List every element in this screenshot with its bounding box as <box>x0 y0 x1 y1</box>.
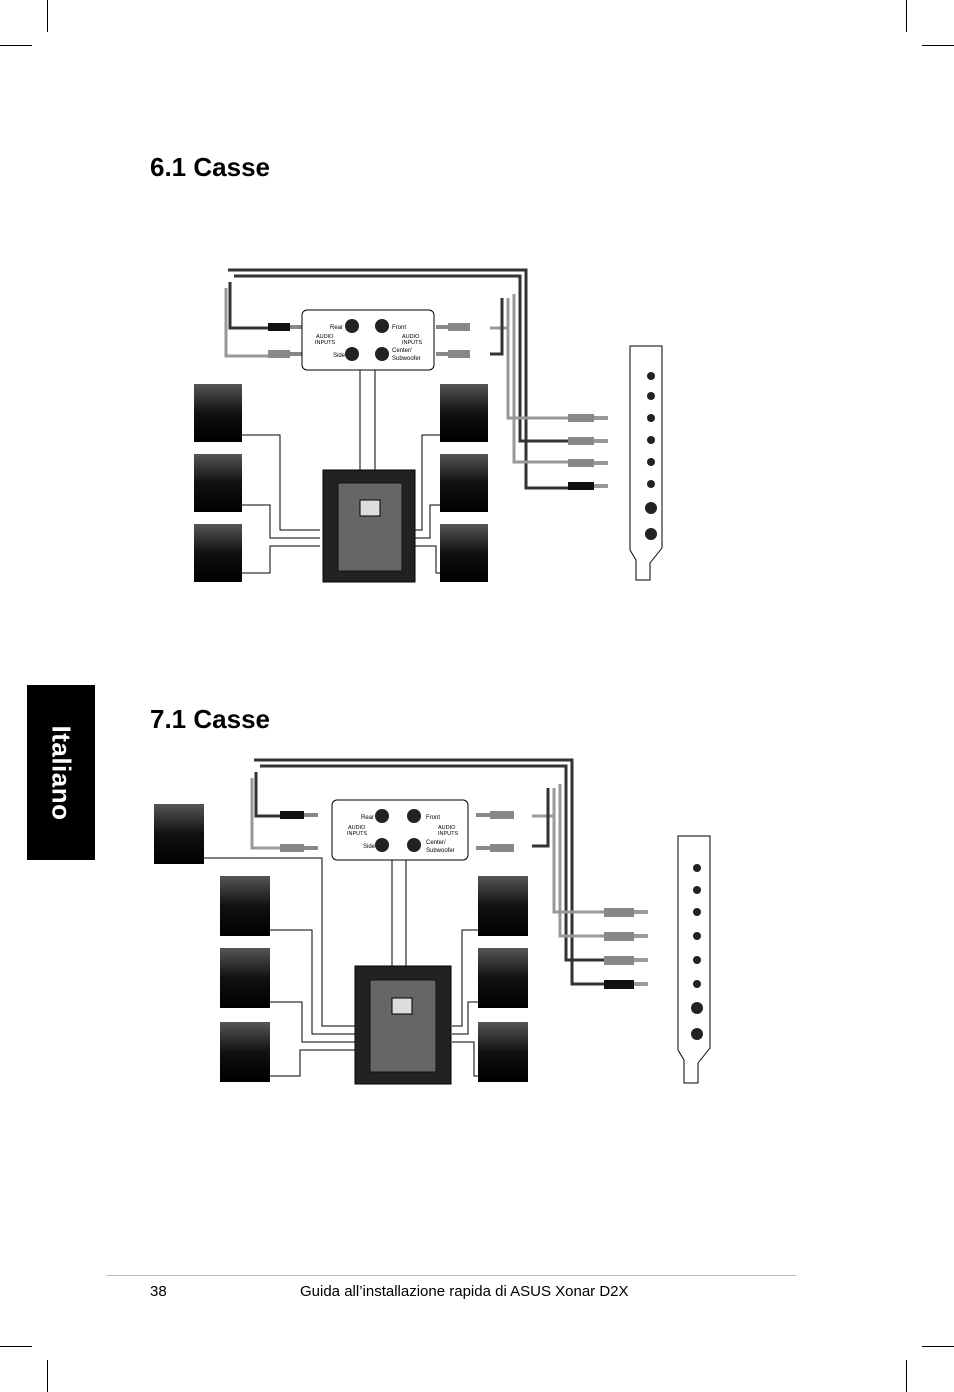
label-audio-left: AUDIO <box>316 334 334 340</box>
speakers-right-71 <box>478 876 528 1082</box>
footer-text: Guida all’installazione rapida di ASUS X… <box>300 1283 629 1300</box>
label-center: Center/ <box>392 348 412 354</box>
label-side-71: Side <box>363 844 376 850</box>
language-tab: Italiano <box>27 685 95 860</box>
speaker-diagram-7-1: Rear Side Front Center/ Subwoofer AUDIO … <box>154 758 711 1085</box>
crop-mark <box>906 1360 907 1392</box>
label-front-71: Front <box>426 815 440 821</box>
crop-mark <box>0 45 32 46</box>
label-inputs-left-71: INPUTS <box>347 831 368 837</box>
crop-mark <box>922 1346 954 1347</box>
speakers-left <box>194 384 242 582</box>
label-side: Side <box>333 353 346 359</box>
label-rear: Rear <box>330 325 343 331</box>
crop-mark <box>47 1360 48 1392</box>
speakers-right <box>440 384 488 582</box>
crop-mark <box>0 1346 32 1347</box>
crop-mark <box>922 45 954 46</box>
label-audio-right: AUDIO <box>402 334 420 340</box>
section-title-7-1: 7.1 Casse <box>150 704 270 734</box>
crop-mark <box>906 0 907 32</box>
label-center-71: Center/ <box>426 840 446 846</box>
language-tab-label: Italiano <box>46 724 77 821</box>
label-inputs-left: INPUTS <box>315 340 336 346</box>
label-inputs-right-71: INPUTS <box>438 831 459 837</box>
label-rear-71: Rear <box>361 815 374 821</box>
footer-rule <box>106 1275 796 1276</box>
speaker-diagram-6-1: Rear Side Front Center/ Subwoofer AUDIO … <box>194 268 663 583</box>
section-title-6-1: 6.1 Casse <box>150 152 270 182</box>
page-number: 38 <box>150 1283 167 1300</box>
crop-mark <box>47 0 48 32</box>
label-front: Front <box>392 325 406 331</box>
label-inputs-right: INPUTS <box>402 340 423 346</box>
label-subwoofer-71: Subwoofer <box>426 848 455 854</box>
label-audio-right-71: AUDIO <box>438 825 456 831</box>
label-audio-left-71: AUDIO <box>348 825 366 831</box>
label-subwoofer: Subwoofer <box>392 356 421 362</box>
speakers-left-71 <box>154 804 270 1082</box>
